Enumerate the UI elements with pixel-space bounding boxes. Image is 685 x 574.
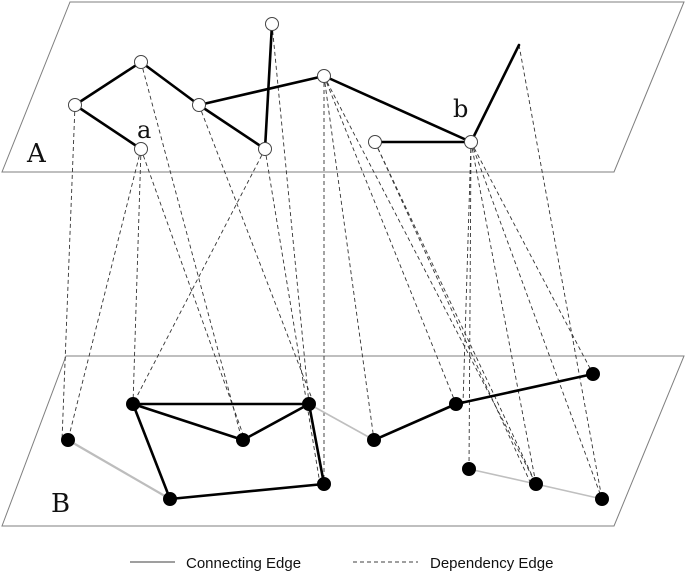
connecting-edge [468, 468, 537, 485]
connecting-edge [197, 74, 326, 107]
dependency-edge [468, 141, 472, 470]
connecting-edge [535, 483, 603, 500]
dependency-edge [323, 75, 375, 441]
connecting-edge [139, 60, 201, 107]
dependency-edge [67, 148, 142, 441]
connecting-edge [372, 402, 458, 442]
plane-a-nodes [68, 17, 478, 156]
node-b [462, 462, 476, 476]
dependency-edge [470, 141, 537, 485]
node-a [134, 55, 148, 69]
connecting-edge [308, 403, 375, 441]
connecting-edge [469, 43, 521, 144]
node-a [368, 135, 382, 149]
connecting-edge [73, 60, 143, 107]
connecting-edge [67, 439, 171, 500]
node-b [126, 397, 140, 411]
connecting-edge [131, 402, 172, 501]
node-b [317, 477, 331, 491]
plane-b-label: B [51, 489, 70, 519]
node-a [258, 142, 272, 156]
node-a [265, 17, 279, 31]
connecting-edge [168, 482, 326, 501]
legend-connecting-edge-label: Connecting Edge [186, 555, 301, 572]
dependency-edge [140, 61, 243, 441]
node-b [367, 433, 381, 447]
plane-b-nodes [61, 367, 609, 506]
node-b [163, 492, 177, 506]
node-b [529, 477, 543, 491]
dependency-edges [61, 23, 603, 500]
node-b [449, 397, 463, 411]
connecting-edge [131, 402, 245, 442]
node-label-b: b [453, 95, 468, 123]
node-a-labeled-a [134, 142, 148, 156]
node-a-labeled-b [464, 135, 478, 149]
dependency-edge [470, 141, 594, 375]
node-a [68, 98, 82, 112]
node-label-a: a [137, 116, 151, 144]
node-b [595, 492, 609, 506]
connecting-edge [322, 74, 473, 144]
plane-a-label: A [26, 139, 47, 169]
node-b [236, 433, 250, 447]
dependency-edge [198, 104, 315, 405]
dependency-edge [264, 148, 321, 485]
dependency-edge [462, 141, 472, 405]
legend: Connecting Edge Dependency Edge [130, 555, 553, 572]
dependency-edge [470, 141, 603, 500]
connecting-edge [73, 103, 143, 151]
node-a [317, 69, 331, 83]
connecting-edge [263, 22, 274, 151]
node-b [586, 367, 600, 381]
connecting-edge [197, 103, 267, 151]
node-b [302, 397, 316, 411]
dependency-edge [140, 148, 246, 441]
legend-dependency-edge-label: Dependency Edge [430, 555, 553, 572]
plane-a-connecting-edges [73, 22, 521, 151]
node-b [61, 433, 75, 447]
plane-b-connecting-edges [67, 372, 603, 501]
dependency-edge [374, 141, 537, 485]
connecting-edge [454, 372, 595, 406]
connecting-edge [307, 402, 326, 486]
node-a [192, 98, 206, 112]
dependency-edge [132, 148, 142, 405]
dependency-edge [132, 148, 266, 405]
connecting-edge [241, 402, 311, 442]
dependency-edge [323, 75, 457, 405]
plane-a [1, 1, 685, 173]
plane-b [1, 355, 685, 527]
